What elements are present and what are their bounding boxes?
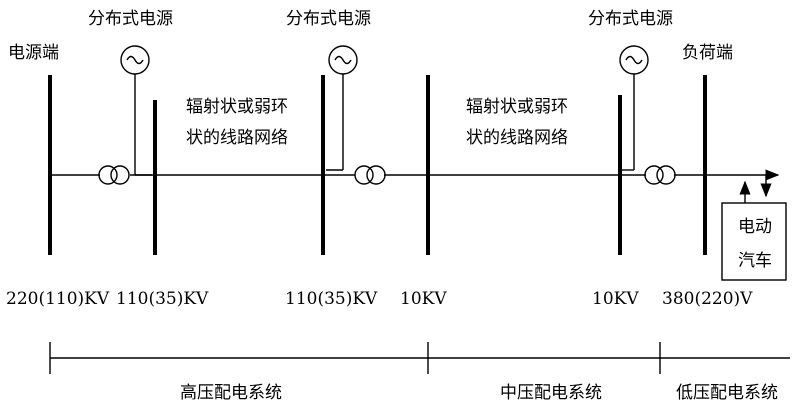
network-label-2b: 状的线路网络 xyxy=(466,128,568,148)
medium-voltage-system-label: 中压配电系统 xyxy=(500,383,602,403)
generator-icon-2 xyxy=(326,46,357,170)
voltage-label-6: 380(220)V xyxy=(662,289,753,309)
transformer-icon-2 xyxy=(355,166,385,184)
voltage-label-1: 220(110)KV xyxy=(6,289,110,309)
high-voltage-system-label: 高压配电系统 xyxy=(180,383,282,403)
voltage-label-5: 10KV xyxy=(592,289,639,309)
ev-label-1: 电动 xyxy=(738,217,772,237)
network-label-1a: 辐射状或弱环 xyxy=(186,97,288,117)
distributed-source-label-1: 分布式电源 xyxy=(88,9,173,29)
generator-icon-3 xyxy=(620,46,648,170)
generator-icon-1 xyxy=(121,46,152,175)
voltage-label-4: 10KV xyxy=(400,289,447,309)
transformer-icon-1 xyxy=(99,166,129,184)
distributed-source-label-2: 分布式电源 xyxy=(286,9,371,29)
ev-label-2: 汽车 xyxy=(738,251,772,271)
network-label-1b: 状的线路网络 xyxy=(186,128,288,148)
network-label-2a: 辐射状或弱环 xyxy=(466,97,568,117)
voltage-label-3: 110(35)KV xyxy=(285,289,378,309)
distributed-source-label-3: 分布式电源 xyxy=(588,9,673,29)
load-end-label: 负荷端 xyxy=(682,43,733,63)
transformer-icon-3 xyxy=(645,166,675,184)
low-voltage-system-label: 低压配电系统 xyxy=(676,383,778,403)
voltage-label-2: 110(35)KV xyxy=(116,289,209,309)
source-end-label: 电源端 xyxy=(8,43,59,63)
